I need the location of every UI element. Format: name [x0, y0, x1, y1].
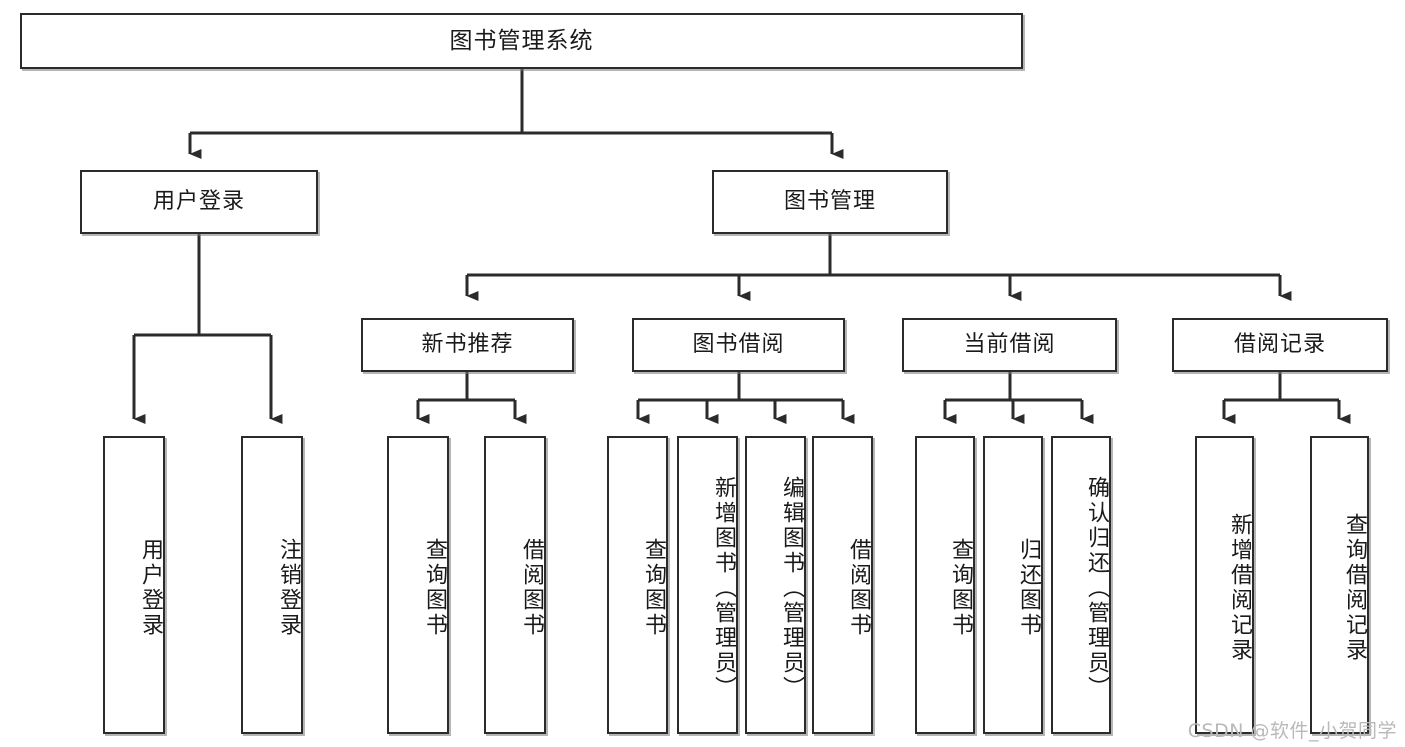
leaf-user-login-label: 用户登录	[138, 538, 163, 638]
leaf-user-login[interactable]: 用户登录	[103, 436, 165, 734]
node-book-borrow[interactable]: 图书借阅	[632, 318, 845, 372]
leaf-edit-book-label: 编辑图书（管理员）	[779, 475, 804, 701]
leaf-confirm-return-label: 确认归还（管理员）	[1084, 475, 1109, 701]
node-current-borrow-label: 当前借阅	[963, 332, 1056, 358]
leaf-add-book-label: 新增图书（管理员）	[711, 475, 736, 701]
leaf-add-book[interactable]: 新增图书（管理员）	[677, 436, 738, 734]
leaf-add-record-label: 新增借阅记录	[1227, 513, 1252, 663]
leaf-edit-book[interactable]: 编辑图书（管理员）	[745, 436, 806, 734]
leaf-add-record[interactable]: 新增借阅记录	[1195, 436, 1254, 734]
leaf-logout[interactable]: 注销登录	[241, 436, 303, 734]
node-user-login-label: 用户登录	[152, 189, 245, 215]
leaf-query-book-3[interactable]: 查询图书	[915, 436, 975, 734]
node-book-borrow-label: 图书借阅	[692, 332, 785, 358]
leaf-return-book-label: 归还图书	[1016, 538, 1041, 638]
node-book-manage[interactable]: 图书管理	[712, 170, 948, 234]
leaf-confirm-return[interactable]: 确认归还（管理员）	[1051, 436, 1111, 734]
leaf-borrow-book-1-label: 借阅图书	[519, 538, 544, 638]
node-root-label: 图书管理系统	[449, 27, 594, 54]
leaf-query-book-2[interactable]: 查询图书	[607, 436, 668, 734]
leaf-logout-label: 注销登录	[276, 538, 301, 638]
leaf-query-book-1[interactable]: 查询图书	[387, 436, 449, 734]
leaf-borrow-book-2[interactable]: 借阅图书	[812, 436, 873, 734]
node-new-book-recommend-label: 新书推荐	[421, 332, 514, 358]
leaf-borrow-book-2-label: 借阅图书	[846, 538, 871, 638]
csdn-watermark: CSDN @软件_小贺同学	[1187, 720, 1397, 742]
node-borrow-record[interactable]: 借阅记录	[1172, 318, 1388, 372]
leaf-query-record[interactable]: 查询借阅记录	[1310, 436, 1369, 734]
leaf-query-book-3-label: 查询图书	[948, 538, 973, 638]
node-borrow-record-label: 借阅记录	[1233, 332, 1326, 358]
node-new-book-recommend[interactable]: 新书推荐	[361, 318, 574, 372]
leaf-borrow-book-1[interactable]: 借阅图书	[484, 436, 546, 734]
leaf-query-book-2-label: 查询图书	[641, 538, 666, 638]
node-user-login[interactable]: 用户登录	[80, 170, 318, 234]
leaf-return-book[interactable]: 归还图书	[983, 436, 1043, 734]
node-root[interactable]: 图书管理系统	[20, 13, 1023, 69]
leaf-query-book-1-label: 查询图书	[422, 538, 447, 638]
node-current-borrow[interactable]: 当前借阅	[902, 318, 1117, 372]
node-book-manage-label: 图书管理	[783, 189, 876, 215]
leaf-query-record-label: 查询借阅记录	[1342, 513, 1367, 663]
